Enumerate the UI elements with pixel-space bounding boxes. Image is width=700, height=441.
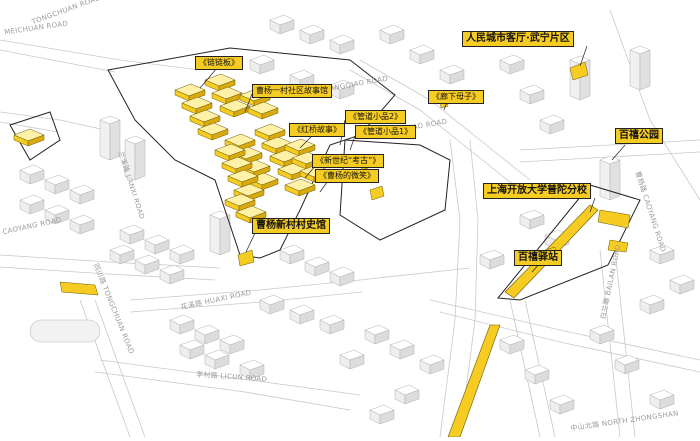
label-baixi-park[interactable]: 百禧公园 — [615, 128, 663, 144]
label-open-university-putuo[interactable]: 上海开放大学普陀分校 — [483, 183, 591, 199]
label-langxia[interactable]: 《廊下母子》 — [428, 90, 484, 104]
label-baixi-station[interactable]: 百禧驿站 — [514, 250, 562, 266]
sports-field — [29, 319, 101, 343]
label-pipe-piece-1[interactable]: 《管道小品1》 — [355, 125, 417, 139]
road-network — [0, 9, 700, 438]
label-lianlianban[interactable]: 《链链板》 — [195, 56, 243, 70]
label-pipe-piece-2[interactable]: 《管道小品2》 — [345, 110, 407, 124]
label-caoyang-smile[interactable]: 《曹杨的微笑》 — [315, 169, 379, 183]
label-hongqiao-story[interactable]: 《红桥故事》 — [289, 123, 345, 137]
label-caoyang-village-history-museum[interactable]: 曹杨新村村史馆 — [252, 218, 330, 234]
label-renmin-city-lounge[interactable]: 人民城市客厅·武宁片区 — [462, 31, 574, 47]
label-story-museum[interactable]: 曹杨一村社区故事馆 — [252, 84, 332, 98]
label-new-century-archaeology[interactable]: 《新世纪“考古”》 — [312, 154, 385, 168]
